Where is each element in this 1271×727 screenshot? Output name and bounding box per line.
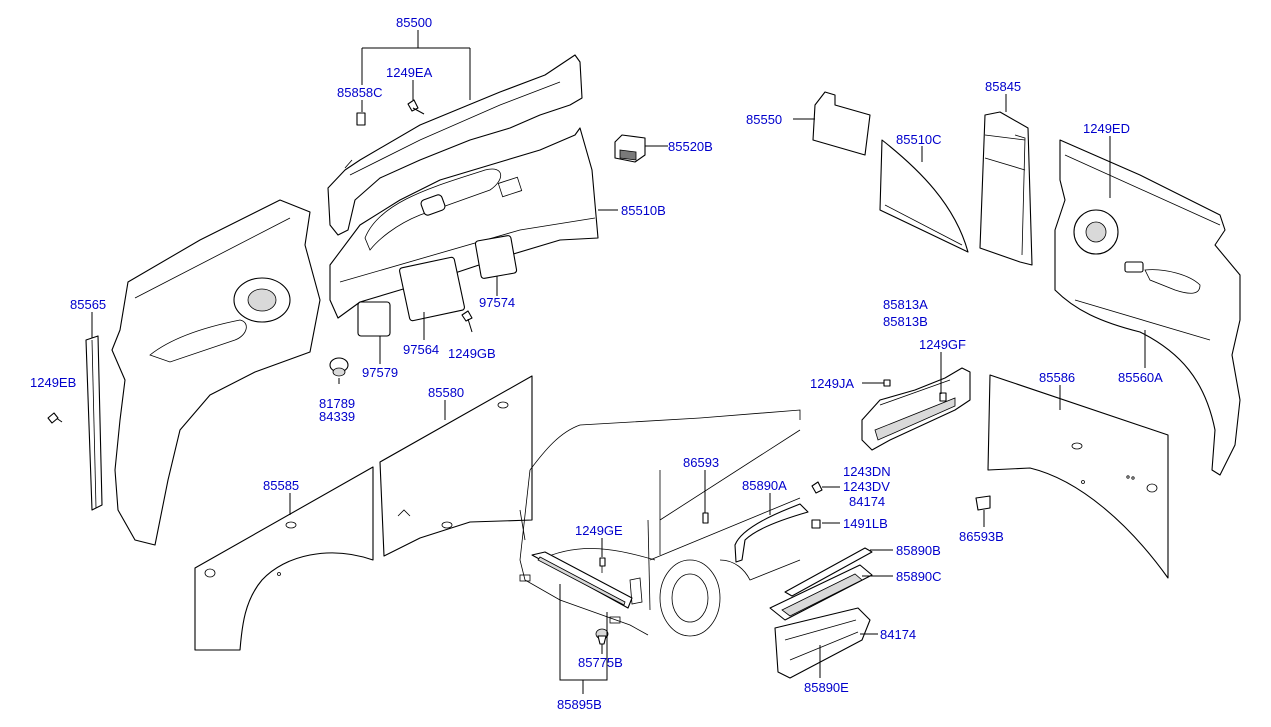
label-1249GF[interactable]: 1249GF bbox=[919, 337, 966, 352]
clip-85858C bbox=[356, 112, 366, 126]
label-85586[interactable]: 85586 bbox=[1039, 370, 1075, 385]
board-85586 bbox=[987, 374, 1169, 579]
board-85580 bbox=[379, 375, 533, 557]
fastener-81789 bbox=[329, 357, 349, 384]
label-85585[interactable]: 85585 bbox=[263, 478, 299, 493]
label-97579[interactable]: 97579 bbox=[362, 365, 398, 380]
clip-85520B bbox=[614, 134, 646, 163]
label-86593B[interactable]: 86593B bbox=[959, 529, 1004, 544]
label-1249EA[interactable]: 1249EA bbox=[386, 65, 433, 80]
screw-1243DN bbox=[811, 481, 823, 494]
rear-side-trim-left bbox=[111, 199, 321, 546]
label-97564[interactable]: 97564 bbox=[403, 342, 439, 357]
board-85585 bbox=[194, 466, 374, 651]
label-1491LB[interactable]: 1491LB bbox=[843, 516, 888, 531]
step-85890E bbox=[774, 607, 871, 679]
step-85890C bbox=[769, 564, 873, 621]
label-84174-lower[interactable]: 84174 bbox=[880, 627, 916, 642]
label-85895B[interactable]: 85895B bbox=[557, 697, 602, 712]
bolt-86593 bbox=[702, 512, 709, 524]
garnish-85890A bbox=[734, 503, 809, 563]
screw-1249JA bbox=[883, 379, 891, 387]
bolt-1249GE bbox=[599, 557, 606, 573]
screw-1249GB bbox=[461, 310, 473, 333]
label-97574[interactable]: 97574 bbox=[479, 295, 515, 310]
label-84174-upper[interactable]: 84174 bbox=[849, 494, 885, 509]
part-labels: 85500 1249EA 85858C 85550 85845 85510C 1… bbox=[30, 15, 1163, 712]
label-85550[interactable]: 85550 bbox=[746, 112, 782, 127]
label-85520B[interactable]: 85520B bbox=[668, 139, 713, 154]
label-85890E[interactable]: 85890E bbox=[804, 680, 849, 695]
label-1249GE[interactable]: 1249GE bbox=[575, 523, 623, 538]
vehicle-outline bbox=[519, 409, 801, 637]
clip-86593B bbox=[975, 495, 991, 511]
rear-side-trim-85560A bbox=[1054, 139, 1241, 476]
label-85890C[interactable]: 85890C bbox=[896, 569, 942, 584]
label-81789[interactable]: 81789 bbox=[319, 396, 355, 411]
label-1243DN[interactable]: 1243DN bbox=[843, 464, 891, 479]
screw-1249EB bbox=[47, 412, 63, 424]
step-strip-85895B bbox=[531, 551, 633, 609]
screw-1249EA bbox=[407, 99, 425, 115]
side-panel-85510B bbox=[329, 127, 599, 337]
label-85565[interactable]: 85565 bbox=[70, 297, 106, 312]
label-1243DV[interactable]: 1243DV bbox=[843, 479, 890, 494]
nut-1491LB bbox=[811, 519, 821, 529]
label-85845[interactable]: 85845 bbox=[985, 79, 1021, 94]
label-85775B[interactable]: 85775B bbox=[578, 655, 623, 670]
label-1249EB[interactable]: 1249EB bbox=[30, 375, 76, 390]
label-1249ED[interactable]: 1249ED bbox=[1083, 121, 1130, 136]
screw-1249GF bbox=[939, 392, 947, 402]
cover-85550 bbox=[812, 91, 871, 156]
label-84339[interactable]: 84339 bbox=[319, 409, 355, 424]
label-85500[interactable]: 85500 bbox=[396, 15, 432, 30]
upper-side-trim-85500 bbox=[327, 54, 583, 236]
step-tray-85813 bbox=[861, 367, 971, 451]
label-85510B[interactable]: 85510B bbox=[621, 203, 666, 218]
label-85813B[interactable]: 85813B bbox=[883, 314, 928, 329]
plug-85775B bbox=[595, 628, 609, 645]
label-86593[interactable]: 86593 bbox=[683, 455, 719, 470]
label-85890A[interactable]: 85890A bbox=[742, 478, 787, 493]
label-85813A[interactable]: 85813A bbox=[883, 297, 928, 312]
label-85858C[interactable]: 85858C bbox=[337, 85, 383, 100]
label-85510C[interactable]: 85510C bbox=[896, 132, 942, 147]
step-85890B bbox=[784, 547, 873, 597]
leader-lines bbox=[91, 30, 1146, 694]
label-1249GB[interactable]: 1249GB bbox=[448, 346, 496, 361]
label-1249JA[interactable]: 1249JA bbox=[810, 376, 854, 391]
label-85580[interactable]: 85580 bbox=[428, 385, 464, 400]
pillar-strip-85565 bbox=[85, 335, 103, 511]
panel-85510C bbox=[879, 139, 969, 253]
label-85890B[interactable]: 85890B bbox=[896, 543, 941, 558]
pillar-trim-85845 bbox=[979, 111, 1033, 266]
label-85560A[interactable]: 85560A bbox=[1118, 370, 1163, 385]
